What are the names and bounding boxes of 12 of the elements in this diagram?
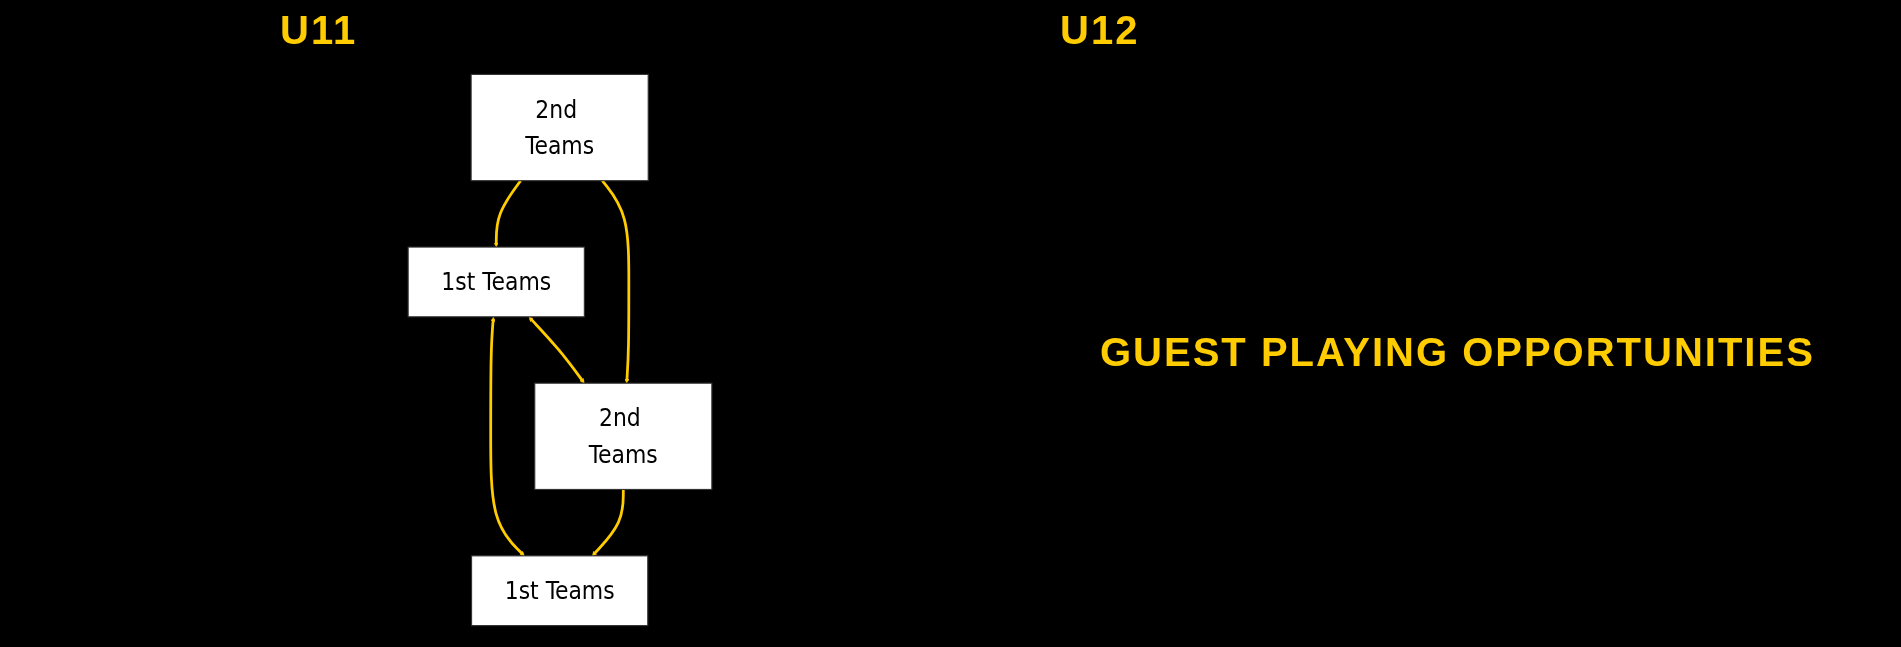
arrow bbox=[592, 489, 625, 557]
arrow bbox=[489, 316, 525, 557]
note-text: GUEST PLAYING OPPORTUNITIES bbox=[1100, 330, 1815, 375]
arrow bbox=[601, 179, 631, 384]
node-box: 2nd Teams bbox=[470, 73, 649, 182]
node-box: 1st Teams bbox=[471, 555, 649, 627]
arrow bbox=[493, 179, 522, 248]
node-box: 1st Teams bbox=[407, 246, 585, 318]
column-heading: U11 bbox=[280, 8, 358, 53]
arrow bbox=[528, 316, 585, 384]
node-box: 2nd Teams bbox=[534, 382, 713, 490]
column-heading: U12 bbox=[1060, 8, 1140, 53]
